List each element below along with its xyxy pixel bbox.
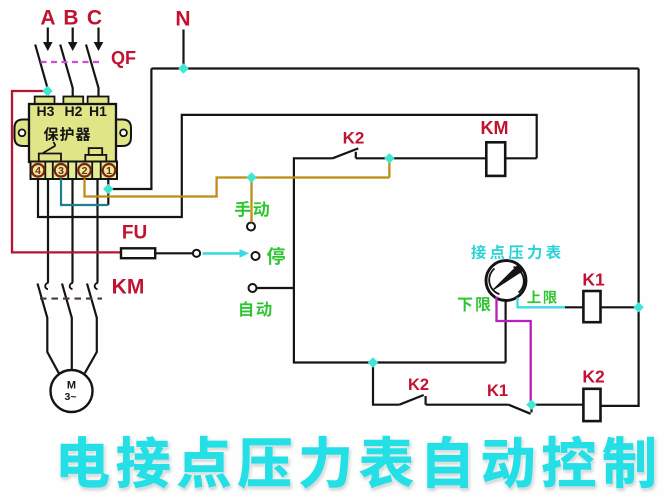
wires-black	[34, 27, 640, 415]
diagram-title: 电接点压力表自动控制	[55, 434, 657, 489]
protector-device	[13, 95, 132, 180]
protector-contact-blade	[42, 141, 57, 154]
k1-coil-label: K1	[582, 268, 605, 289]
neutral-left-drop	[108, 68, 153, 191]
selector-arrow-head	[239, 249, 249, 258]
gauge-needle	[492, 264, 524, 291]
k2-bottom-blade	[398, 393, 425, 406]
pressure-gauge	[484, 259, 528, 302]
junction-phase-a-red	[42, 85, 53, 97]
k2-bottom-branch	[371, 362, 400, 406]
terminal-1-ring	[101, 162, 117, 178]
teal-neutral-wire	[59, 178, 109, 207]
phase-b-arrowhead	[67, 42, 78, 51]
phase-c-arrowhead	[93, 42, 104, 51]
protector-left-hole	[17, 128, 27, 138]
motor-circle	[49, 368, 94, 414]
control-rail	[292, 157, 506, 364]
stop-label: 停	[266, 246, 285, 265]
k2-contact-bottom-label: K2	[407, 375, 430, 394]
junction-k2-orange	[384, 153, 395, 164]
selector-common-terminal	[191, 248, 202, 258]
lower-limit-label: 下限	[457, 296, 491, 312]
breaker-label: QF	[111, 48, 136, 68]
neutral-label: N	[175, 7, 191, 31]
gauge-name: 接点压力表	[470, 244, 561, 260]
gauge-left-arc	[488, 267, 500, 296]
auto-label: 自动	[238, 301, 273, 318]
km-hook-1	[44, 282, 49, 291]
selector-contacts	[191, 221, 261, 293]
h3-terminal-label: H3	[36, 103, 55, 119]
km-coil	[484, 141, 507, 178]
motor-phase-label: 3~	[64, 390, 77, 403]
red-control-wire	[10, 89, 120, 254]
k1-coil	[582, 289, 602, 324]
terminal-2-ring	[77, 162, 92, 178]
selector-arrow	[202, 249, 249, 258]
junction-k1-magenta	[526, 399, 537, 410]
junction-terminal1	[103, 183, 114, 195]
junction-manual-branch	[246, 172, 257, 183]
protector-right-hole	[119, 128, 128, 138]
fuse-symbol	[119, 247, 157, 260]
manual-contact	[246, 221, 256, 232]
contactor-label: KM	[111, 275, 145, 299]
k2-coil-label: K2	[582, 365, 605, 386]
h1-terminal-label: H1	[89, 103, 107, 119]
k1-bottom-blade	[508, 403, 532, 415]
qf-pole-b	[59, 44, 74, 98]
upper-limit-label: 上限	[527, 289, 558, 304]
km-pole2-blade	[60, 283, 73, 371]
phase-c-label: C	[86, 6, 103, 29]
protector-terminal-rings	[30, 162, 117, 178]
relay-coils	[484, 141, 602, 423]
terminal-1-number: 1	[106, 164, 112, 177]
km-hook-3	[93, 282, 99, 291]
terminal-4-number: 4	[35, 164, 41, 177]
manual-label: 手动	[234, 200, 270, 217]
protector-name: 保护器	[43, 126, 91, 142]
protector-ear-holes	[17, 128, 128, 138]
k2-coil	[582, 387, 602, 423]
k2-contact-top-label: K2	[342, 128, 365, 147]
protector-contact-bracket	[37, 152, 62, 161]
phase-a-label: A	[40, 6, 56, 29]
motor-letter: M	[66, 379, 77, 391]
k1-contact-bottom-label: K1	[486, 381, 509, 400]
junction-neutral-top	[178, 63, 189, 74]
qf-pole-c	[84, 44, 100, 98]
terminal-3-ring	[53, 162, 69, 178]
terminal-2-number: 2	[81, 164, 88, 177]
protector-internal-symbols	[37, 141, 108, 161]
phase-a-arrowhead	[43, 42, 53, 51]
terminal-3-number: 3	[58, 164, 64, 177]
fuse-label: FU	[121, 222, 148, 244]
protector-heater-element	[87, 147, 104, 156]
stop-contact	[250, 251, 261, 261]
junction-k1-coil-rail	[633, 302, 644, 313]
contactor-coil-label: KM	[480, 118, 509, 138]
km-contact-hooks	[44, 282, 99, 291]
terminal4-net	[36, 113, 538, 219]
auto-contact	[247, 283, 258, 293]
magenta-lower-limit-wire	[495, 296, 532, 404]
km-pole3-blade	[83, 283, 98, 374]
h2-terminal-label: H2	[64, 103, 83, 119]
terminal-4-ring	[30, 162, 46, 178]
km-pole1-blade	[36, 283, 60, 374]
junction-bottom-branch	[367, 357, 379, 368]
phase-arrowheads	[43, 42, 104, 51]
km-hook-2	[68, 282, 74, 291]
phase-b-label: B	[63, 6, 79, 29]
cyan-upper-limit-wire	[516, 297, 565, 309]
neutral-right-rail	[600, 68, 640, 407]
k2-top-blade	[332, 147, 359, 160]
